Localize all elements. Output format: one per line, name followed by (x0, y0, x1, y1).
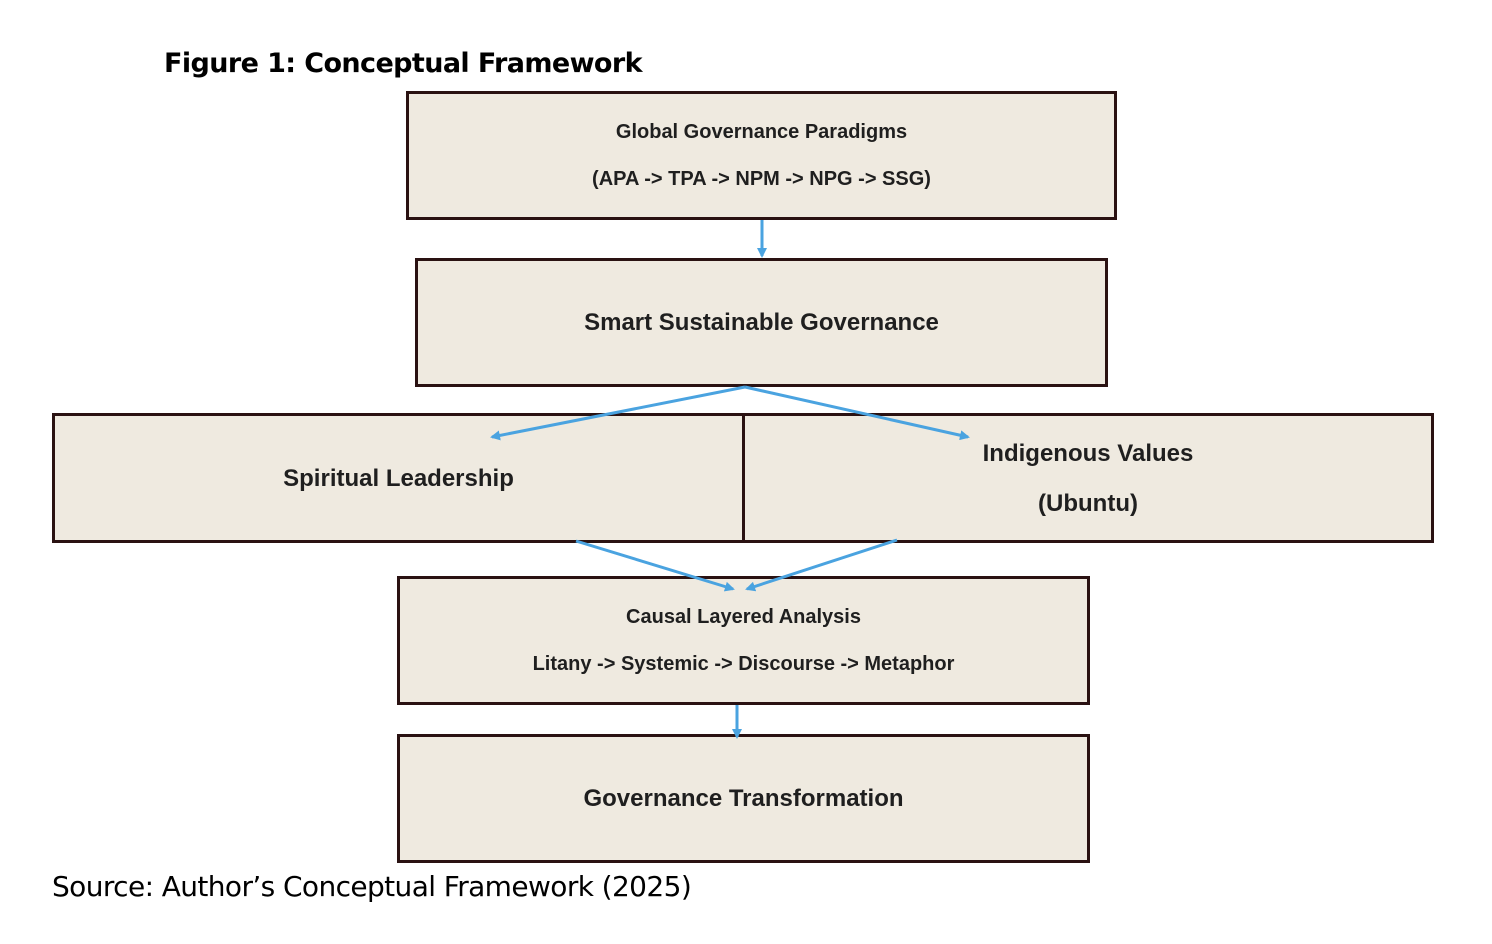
source-caption: Source: Author’s Conceptual Framework (2… (52, 870, 692, 903)
spiritual-leadership-label: Spiritual Leadership (283, 465, 514, 492)
global-governance-paradigms-box: Global Governance Paradigms (APA -> TPA … (406, 91, 1117, 220)
cla-layer-sequence: Litany -> Systemic -> Discourse -> Metap… (532, 652, 955, 675)
indigenous-values-box: Indigenous Values (Ubuntu) (742, 413, 1434, 543)
causal-layered-analysis-title: Causal Layered Analysis (626, 605, 861, 628)
global-governance-title: Global Governance Paradigms (615, 120, 908, 143)
smart-sustainable-governance-label: Smart Sustainable Governance (584, 308, 939, 336)
causal-layered-analysis-box: Causal Layered Analysis Litany -> System… (397, 576, 1090, 705)
paradigm-sequence: (APA -> TPA -> NPM -> NPG -> SSG) (592, 167, 931, 190)
ubuntu-label: (Ubuntu) (1038, 490, 1138, 517)
indigenous-values-label: Indigenous Values (982, 440, 1194, 467)
figure-title: Figure 1: Conceptual Framework (164, 48, 643, 79)
spiritual-leadership-box: Spiritual Leadership (52, 413, 745, 543)
governance-transformation-label: Governance Transformation (583, 784, 904, 812)
governance-transformation-box: Governance Transformation (397, 734, 1090, 863)
smart-sustainable-governance-box: Smart Sustainable Governance (415, 258, 1108, 387)
